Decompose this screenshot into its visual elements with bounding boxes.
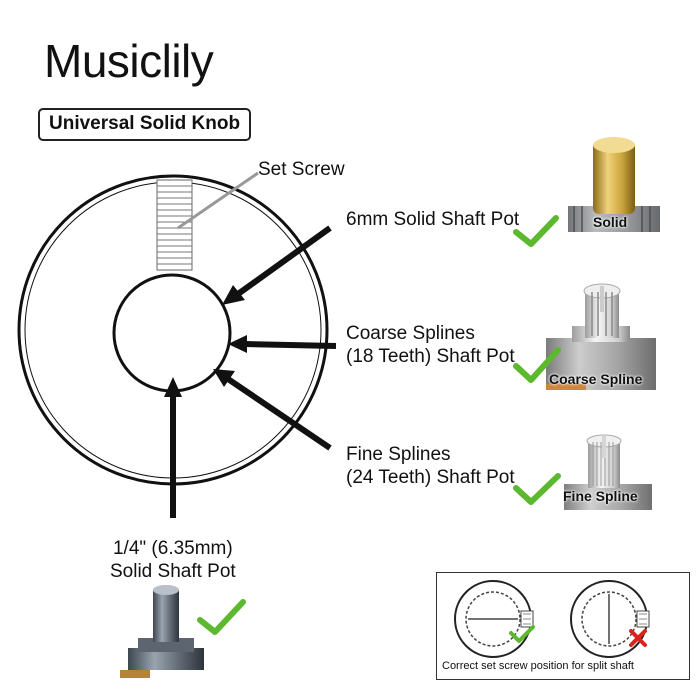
correct-position-icon xyxy=(454,580,534,658)
photo-tag-fine: Fine Spline xyxy=(563,488,638,504)
set-screw-icon xyxy=(156,179,193,271)
arrow-quarter xyxy=(164,377,182,518)
arrow-coarse xyxy=(228,335,337,353)
quarter-inch-label-line1: 1/4" (6.35mm) xyxy=(112,538,233,559)
fine-spline-pot-photo xyxy=(564,434,652,510)
check-icon xyxy=(513,215,559,247)
set-screw-position-diagram xyxy=(454,580,650,658)
solid-shaft-pot-photo xyxy=(568,137,660,232)
coarse-spline-pot-photo xyxy=(546,283,656,390)
quarter-inch-label-line2: Solid Shaft Pot xyxy=(110,561,236,582)
fine-spline-label: Fine Splines (24 Teeth) Shaft Pot xyxy=(346,443,515,489)
check-icon xyxy=(513,347,561,383)
quarter-inch-label: 1/4" (6.35mm) Solid Shaft Pot xyxy=(110,537,236,583)
check-icon xyxy=(509,625,535,643)
arrow-6mm xyxy=(222,225,332,305)
photo-tag-coarse: Coarse Spline xyxy=(549,371,643,387)
fine-spline-label-line1: Fine Splines xyxy=(346,444,451,465)
check-icon xyxy=(197,599,246,635)
solid-6mm-label: 6mm Solid Shaft Pot xyxy=(346,209,520,230)
product-label: Universal Solid Knob xyxy=(38,108,252,141)
arrow-fine xyxy=(213,369,332,451)
coarse-spline-label-line2: (18 Teeth) Shaft Pot xyxy=(346,346,515,367)
check-icon xyxy=(513,473,561,505)
set-screw-position-note xyxy=(436,572,690,680)
shaft-bore xyxy=(112,273,232,393)
coarse-spline-label: Coarse Splines (18 Teeth) Shaft Pot xyxy=(346,322,515,368)
set-screw-label: Set Screw xyxy=(258,159,345,180)
set-screw-note-caption: Correct set screw position for split sha… xyxy=(442,660,634,672)
quarter-inch-pot-photo xyxy=(120,585,204,678)
photo-tag-solid: Solid xyxy=(593,214,628,230)
coarse-spline-label-line1: Coarse Splines xyxy=(346,323,475,344)
brand-title: Musiclily xyxy=(44,35,214,87)
set-screw-leader xyxy=(177,171,259,230)
fine-spline-label-line2: (24 Teeth) Shaft Pot xyxy=(346,467,515,488)
incorrect-position-icon xyxy=(570,580,650,658)
cross-icon xyxy=(629,629,647,647)
